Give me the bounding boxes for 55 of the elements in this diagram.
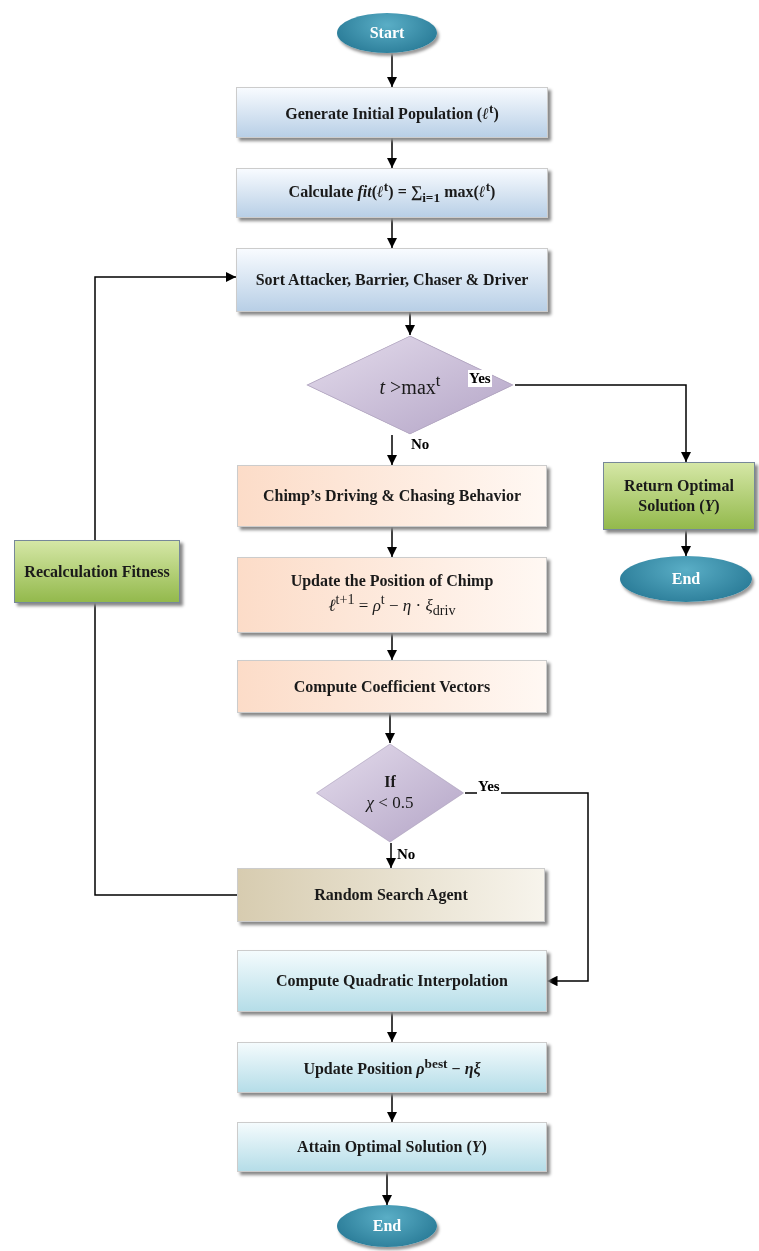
process-box: [236, 168, 548, 218]
process-box: [237, 660, 547, 713]
terminal-ellipse: [337, 1205, 437, 1247]
process-box: [236, 248, 548, 312]
process-box: [237, 465, 547, 527]
node-label: End: [372, 1216, 402, 1236]
connector-line: [94, 602, 238, 896]
node-label: Compute Quadratic Interpolation: [276, 971, 508, 991]
arrow: [386, 137, 398, 169]
arrow: [386, 632, 398, 661]
process-box: [603, 462, 755, 530]
node-label: Start: [369, 23, 405, 43]
decision-diamond: [305, 335, 515, 435]
node-label: Chimp’s Driving & Chasing Behavior: [262, 486, 522, 506]
node-label: Update the Position of Chimp: [290, 570, 494, 591]
node-label: Recalculation Fitness: [24, 561, 170, 582]
arrow: [94, 271, 237, 541]
arrow: [386, 1011, 398, 1043]
arrow: [514, 384, 692, 463]
process-box: [14, 540, 180, 603]
process-box: [237, 868, 545, 922]
node-label: Random Search Agent: [314, 885, 468, 905]
formula-text: χ < 0.5: [366, 792, 414, 814]
process-box: [237, 1122, 547, 1172]
node-label: Attain Optimal Solution (Y): [297, 1137, 487, 1157]
node-label: t >max$^{t}$: [379, 370, 441, 400]
node-label: Calculate fit(ℓ$^{t}$) = ∑$_{i=1}$ max(ℓ$^{t}$): [288, 179, 496, 207]
node-label: End: [671, 569, 701, 589]
arrow: [386, 217, 398, 249]
arrow: [386, 52, 398, 88]
formula-text: ℓ$^{t+1}$ = ρ$^{t}$ − η · ξ$_{driv}$: [328, 590, 456, 620]
node-label: Generate Initial Population (ℓ$^{t}$): [285, 100, 499, 125]
arrow: [404, 311, 416, 336]
process-box: [237, 1042, 547, 1093]
arrow: [384, 712, 396, 744]
node-label: Update Position ρ$^{best}$ − ηξ: [303, 1055, 481, 1080]
arrow: [385, 842, 397, 869]
process-box: [236, 87, 548, 138]
arrow: [386, 1092, 398, 1123]
edge-label: Yes: [468, 370, 492, 387]
arrow: [464, 792, 589, 987]
node-label: Sort Attacker, Barrier, Chaser & Driver: [255, 270, 529, 290]
process-box: [237, 557, 547, 633]
node-label: Return Optimal Solution (Y): [623, 476, 735, 516]
arrow: [680, 529, 692, 557]
arrow: [386, 526, 398, 558]
node-label: Compute Coefficient Vectors: [293, 676, 491, 697]
decision-diamond: [315, 743, 465, 843]
node-label: If: [384, 772, 396, 793]
edge-label: Yes: [477, 778, 501, 795]
arrow: [381, 1171, 393, 1206]
terminal-ellipse: [620, 556, 752, 602]
terminal-ellipse: [337, 13, 437, 53]
process-box: [237, 950, 547, 1012]
arrow: [386, 434, 398, 466]
